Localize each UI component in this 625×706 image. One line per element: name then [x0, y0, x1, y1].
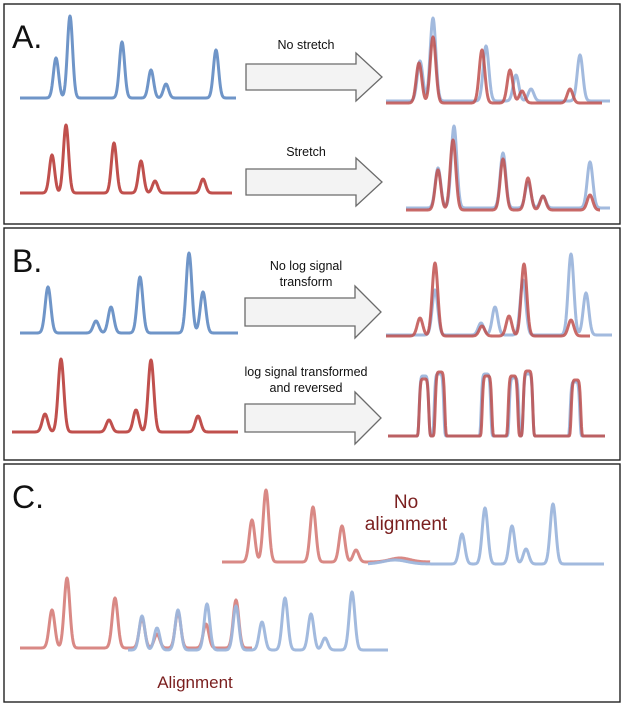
- arrow-label-no-stretch: No stretch: [278, 38, 335, 52]
- trace-b-row2-red: [11, 357, 239, 434]
- panel-a-letter: A.: [12, 19, 42, 55]
- arrow-label-stretch: Stretch: [286, 145, 326, 159]
- trace-a-row1-blue: [19, 14, 237, 100]
- label-no-alignment-line1: No: [394, 492, 418, 513]
- trace-layer: [11, 14, 613, 652]
- trace-a-row2-red: [19, 123, 233, 195]
- arrow-b-row2: [244, 390, 382, 446]
- arrow-a-row2: [245, 156, 383, 208]
- right-arrow-icon: [245, 51, 383, 103]
- trace-a-overlay2-red: [405, 138, 601, 212]
- right-arrow-icon: [244, 390, 382, 446]
- panel-c-frame: [3, 463, 621, 703]
- trace-c-top-blue: [367, 502, 605, 566]
- arrow-label-no-log-line1: No log signal: [270, 259, 342, 273]
- panel-a-frame: [3, 3, 621, 225]
- label-no-alignment-line2: alignment: [365, 514, 448, 535]
- arrow-label-log-line2: and reversed: [270, 381, 343, 395]
- trace-b-row1-blue: [19, 251, 239, 335]
- panel-c-letter: C.: [12, 479, 44, 515]
- trace-c-bottom-blue: [127, 590, 389, 652]
- arrow-label-log-line1: log signal transformed: [245, 365, 368, 379]
- right-arrow-icon: [245, 156, 383, 208]
- arrow-label-no-log-line2: transform: [280, 275, 333, 289]
- trace-b-overlay1-red: [385, 261, 591, 338]
- trace-a-overlay1-blue: [385, 16, 611, 103]
- label-alignment: Alignment: [157, 673, 233, 692]
- trace-c-bottom-red: [19, 576, 253, 650]
- trace-a-overlay1-red: [385, 35, 603, 105]
- right-arrow-icon: [244, 284, 382, 340]
- arrow-b-row1: [244, 284, 382, 340]
- trace-c-top-red: [221, 488, 431, 564]
- arrow-a-row1: [245, 51, 383, 103]
- panel-b-letter: B.: [12, 243, 42, 279]
- trace-b-overlay1-blue: [385, 252, 613, 337]
- panel-b-frame: [3, 227, 621, 461]
- trace-b-overlay2-red: [387, 369, 606, 438]
